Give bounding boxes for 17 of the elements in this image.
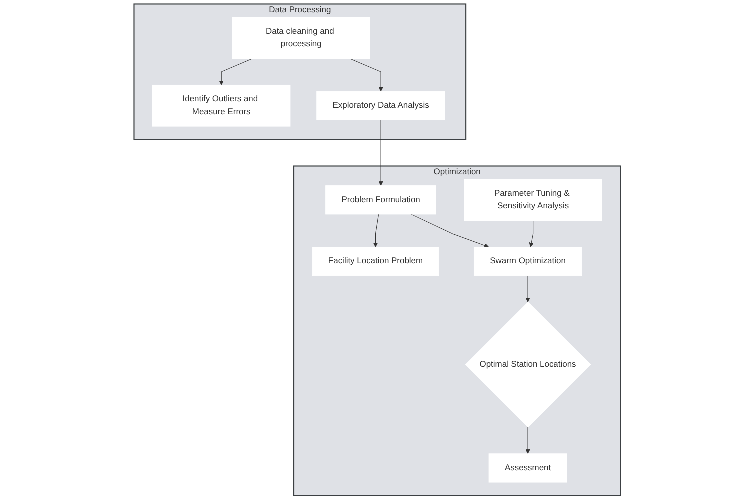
arrow <box>373 214 380 248</box>
node-box: Exploratory Data Analysis <box>316 91 446 120</box>
node-box: Parameter Tuning & Sensitivity Analysis <box>464 179 602 222</box>
node-box: Data cleaning and processing <box>232 17 370 60</box>
node-box: Identify Outliers and Measure Errors <box>152 84 291 127</box>
arrow <box>350 58 384 92</box>
arrow <box>219 58 254 86</box>
node-box: Facility Location Problem <box>312 247 440 276</box>
arrow <box>378 120 384 186</box>
node-box: Swarm Optimization <box>474 247 582 276</box>
arrow <box>526 276 530 303</box>
arrow <box>529 220 534 248</box>
arrow <box>411 214 490 248</box>
node-box: Problem Formulation <box>326 186 437 215</box>
node-box: Assessment <box>488 454 568 483</box>
node-diamond: Optimal Station Locations <box>465 302 592 428</box>
arrow <box>526 427 530 454</box>
